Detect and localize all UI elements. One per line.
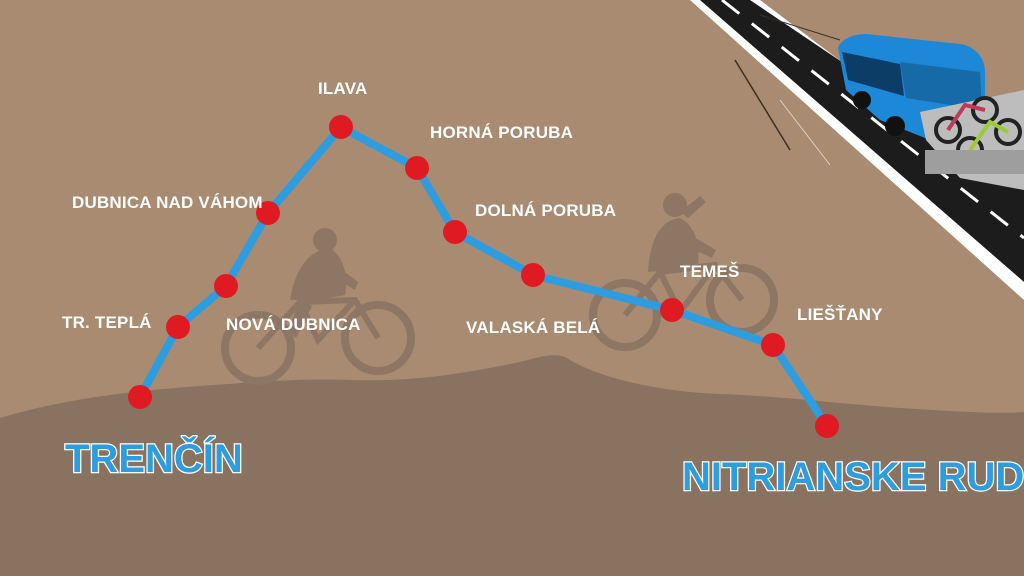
stop-dot-tr-tepla	[166, 315, 190, 339]
route-stop-labels: TR. TEPLÁ NOVÁ DUBNICA DUBNICA NAD VÁHOM IL…	[62, 79, 883, 337]
cyclist-silhouette-icon	[221, 228, 415, 385]
road-icon	[690, 0, 1024, 300]
end-city-label: NITRIANSKE RUDNO	[682, 455, 1024, 499]
stop-label-valaska-bela: VALASKÁ BELÁ	[466, 318, 600, 337]
stop-dot-ilava	[329, 115, 353, 139]
stop-label-nova-dubnica: NOVÁ DUBNICA	[226, 315, 361, 334]
route-stops	[128, 115, 839, 438]
bus-with-bike-rack-icon	[838, 34, 1024, 190]
stop-dot-dubnica-nad-vahom	[256, 201, 280, 225]
stop-dot-dolna-poruba	[443, 220, 467, 244]
stop-dot-nitrianske-rudno-end	[815, 414, 839, 438]
stop-label-horna-poruba: HORNÁ PORUBA	[430, 123, 573, 142]
stop-dot-trencin-start	[128, 385, 152, 409]
stop-label-ilava: ILAVA	[318, 79, 367, 98]
stop-label-dolna-poruba: DOLNÁ PORUBA	[475, 201, 616, 220]
stop-dot-nova-dubnica	[214, 274, 238, 298]
stop-dot-temes	[660, 298, 684, 322]
stop-dot-valaska-bela	[521, 263, 545, 287]
start-city-label: TRENČÍN	[65, 435, 243, 481]
stop-label-temes: TEMEŠ	[680, 262, 740, 281]
stop-label-liestany: LIEŠŤANY	[797, 305, 883, 324]
cyclist-silhouette-icon	[589, 193, 778, 351]
stop-dot-liestany	[761, 333, 785, 357]
stop-label-tr-tepla: TR. TEPLÁ	[62, 313, 152, 332]
stop-label-dubnica-nad-vahom: DUBNICA NAD VÁHOM	[72, 193, 263, 212]
stop-dot-horna-poruba	[405, 156, 429, 180]
ground-hills	[0, 355, 1024, 576]
